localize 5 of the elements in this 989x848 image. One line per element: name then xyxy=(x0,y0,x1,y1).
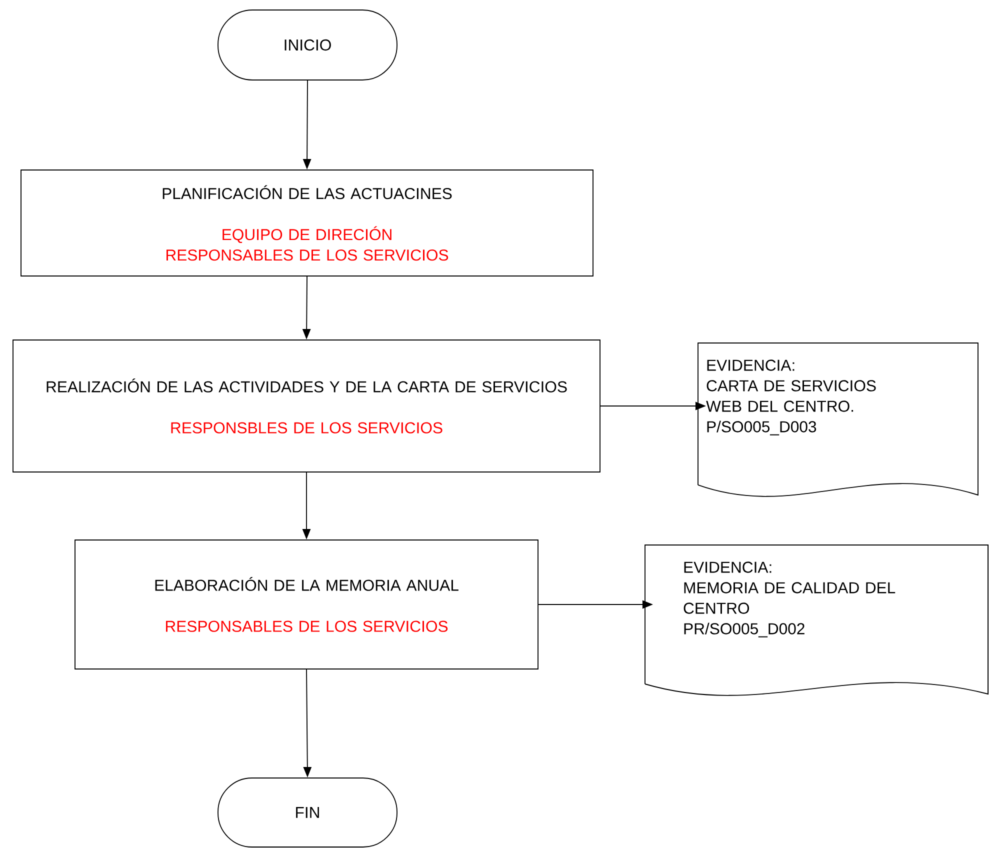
process-box: REALIZACIÓN DE LAS ACTIVIDADES Y DE LA CARTA DE SERVICIOS RESPONSBLES DE LOS SERVICIOS xyxy=(12,340,600,472)
document-shape: EVIDENCIA: MEMORIA DE CALIDAD DEL CENTRO PR/SO005_D002 xyxy=(644,544,988,696)
process-box: PLANIFICACIÓN DE LAS ACTUACINES EQUIPO DE DIRECIÓN RESPONSABLES DE LOS SERVICIOS xyxy=(20,170,594,276)
document-shape: EVIDENCIA: CARTA DE SERVICIOS WEB DEL CENTRO. P/SO005_D003 xyxy=(698,342,978,497)
process-box: ELABORACIÓN DE LA MEMORIA ANUAL RESPONSABLES DE LOS SERVICIOS xyxy=(74,540,538,670)
